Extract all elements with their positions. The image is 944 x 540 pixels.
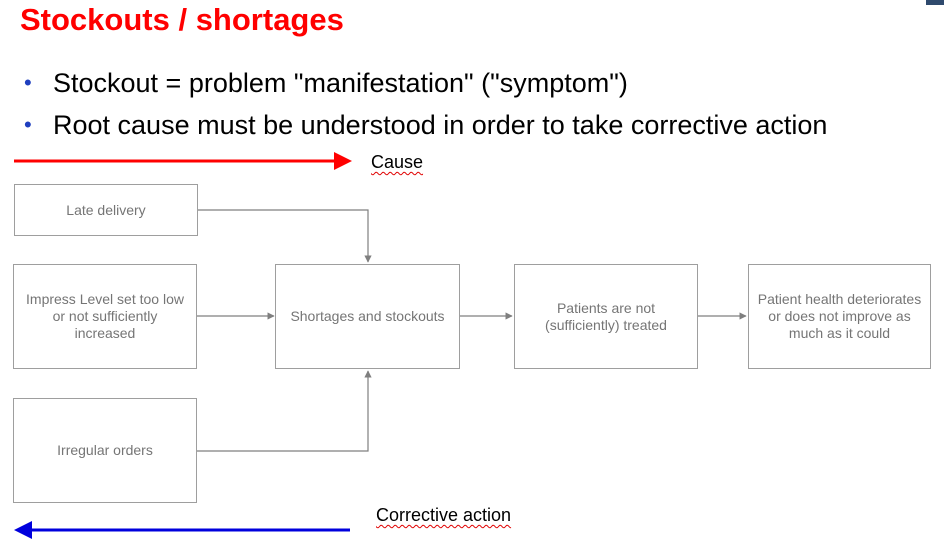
- connector-irregular-orders: [197, 370, 372, 452]
- slide-title: Stockouts / shortages: [20, 2, 344, 37]
- cause-arrow: [14, 152, 352, 170]
- corrective-action-label: Corrective action: [376, 505, 512, 525]
- corrective-action-arrow: [14, 521, 350, 539]
- bullet-item: • Stockout = problem "manifestation" ("s…: [24, 62, 827, 104]
- node-late-delivery: Late delivery: [14, 184, 198, 236]
- node-shortages-stockouts: Shortages and stockouts: [275, 264, 460, 369]
- bullet-list: • Stockout = problem "manifestation" ("s…: [24, 62, 827, 146]
- bullet-dot-icon: •: [24, 112, 32, 137]
- corner-decoration: [926, 0, 944, 5]
- bullet-text: Root cause must be understood in order t…: [53, 110, 828, 140]
- node-patient-health: Patient health deteriorates or does not …: [748, 264, 931, 369]
- node-irregular-orders: Irregular orders: [13, 398, 197, 503]
- node-impress-level: Impress Level set too low or not suffici…: [13, 264, 197, 369]
- bullet-text: Stockout = problem "manifestation" ("sym…: [53, 68, 628, 98]
- bullet-dot-icon: •: [24, 70, 32, 95]
- node-patients-not-treated: Patients are not (sufficiently) treated: [514, 264, 698, 369]
- connector-late-delivery: [198, 209, 372, 263]
- cause-label: Cause: [371, 152, 424, 172]
- bullet-item: • Root cause must be understood in order…: [24, 104, 827, 146]
